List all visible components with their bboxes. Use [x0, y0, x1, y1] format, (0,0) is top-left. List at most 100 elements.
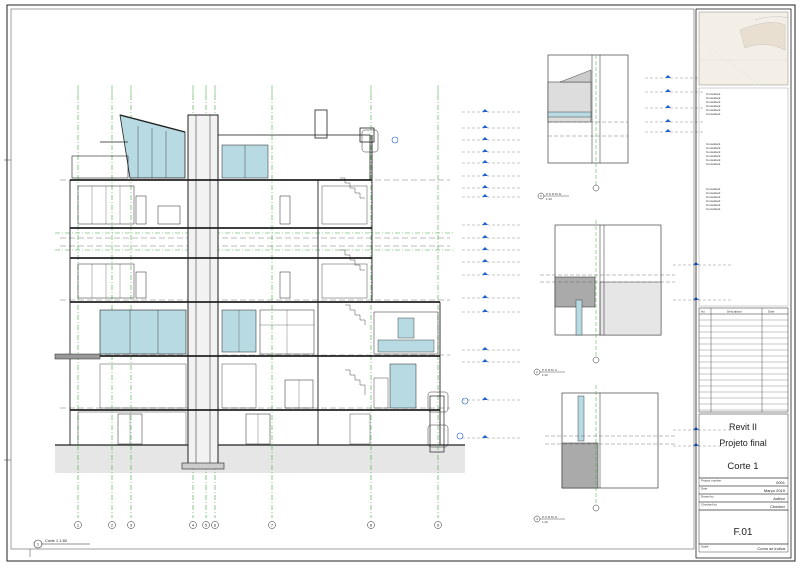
level-tag-marker	[665, 105, 671, 108]
level-tag-marker	[482, 235, 488, 238]
level-tag-marker	[665, 75, 671, 78]
grid-bubble	[127, 521, 135, 529]
grid-label: 5	[205, 522, 208, 527]
consultants-list: ConsultantConsultantConsultantConsultant…	[706, 92, 721, 211]
rev-col-date: Date	[768, 310, 775, 314]
grid-label: 8	[370, 522, 373, 527]
elevator-core	[187, 114, 219, 468]
level-tag-marker	[482, 109, 488, 112]
grid-bubble	[74, 521, 82, 529]
title-block-field-label: Project number	[701, 479, 721, 483]
level-tag-marker	[482, 359, 488, 362]
grid-bubble	[367, 521, 375, 529]
detail-bottom	[545, 385, 675, 512]
sheet-name: Corte 1	[727, 461, 758, 472]
consultant-entry: Consultant	[706, 146, 721, 150]
grid-label: 1	[77, 522, 80, 527]
grid-label: 7	[271, 522, 274, 527]
consultant-entry: Consultant	[706, 108, 721, 112]
level-tag-marker	[482, 137, 488, 140]
roof-skylight	[119, 114, 186, 179]
level-tag-marker	[482, 185, 488, 188]
level-tag-marker	[482, 295, 488, 298]
grid-label: 4	[192, 522, 195, 527]
grid-bubbles: 1 2 3 4 5 6 7 8 9	[74, 85, 442, 529]
grid-label: 6	[214, 522, 217, 527]
title-block: ConsultantConsultantConsultantConsultant…	[695, 8, 792, 559]
title-block-field-value: Como se indica	[757, 546, 785, 551]
detail-number: 2	[536, 370, 538, 374]
floor-slabs	[70, 179, 440, 411]
revision-table: No. Description Date	[698, 307, 789, 413]
level-tag-marker	[482, 222, 488, 225]
title-block-field-value: Checker	[770, 504, 786, 509]
project-name: Projeto final	[719, 438, 767, 448]
level-tag-marker	[482, 309, 488, 312]
consultant-entry: Consultant	[706, 203, 721, 207]
level-tag-marker	[482, 125, 488, 128]
main-view-title-text: Corte 1 1:50	[45, 538, 68, 543]
level-tag-marker	[482, 173, 488, 176]
title-block-field-label: Drawn by	[701, 495, 714, 499]
building-section	[54, 95, 469, 518]
level-tag-marker	[482, 272, 488, 275]
grid-label: 9	[437, 522, 440, 527]
level-tags	[462, 75, 733, 447]
level-tag-marker	[665, 119, 671, 122]
grid-label: 2	[111, 522, 114, 527]
detail-scale: 1:10	[542, 373, 548, 377]
main-view-number: 1	[37, 542, 40, 547]
consultant-entry: Consultant	[706, 199, 721, 203]
level-tag-marker	[482, 347, 488, 350]
title-block-field-value: Author	[773, 496, 785, 501]
level-tag-marker	[482, 194, 488, 197]
grid-bubble	[189, 521, 197, 529]
sheet-border	[4, 4, 796, 562]
title-block-field-value: 0001	[776, 480, 786, 485]
consultant-entry: Consultant	[706, 100, 721, 104]
level-tag-marker	[665, 89, 671, 92]
level-tag-marker	[482, 435, 488, 438]
detail-top	[547, 54, 629, 192]
level-tag-marker	[482, 149, 488, 152]
level-tag-marker	[482, 247, 488, 250]
level-tag-marker	[482, 259, 488, 262]
consultant-entry: Consultant	[706, 191, 721, 195]
detail-title: P O R M. C	[542, 368, 558, 372]
consultant-entry: Consultant	[706, 150, 721, 154]
level-tag-marker	[482, 160, 488, 163]
consultant-entry: Consultant	[706, 104, 721, 108]
detail-title: P O R M. E	[546, 192, 561, 196]
main-view-title: 1 Corte 1 1:50	[33, 538, 90, 549]
title-block-field-label: Scale	[701, 545, 709, 549]
rev-col-description: Description	[727, 310, 742, 314]
detail-number: 6	[540, 194, 542, 198]
title-block-field-value: Março 2019	[764, 488, 786, 493]
rev-col-no: No.	[701, 310, 706, 314]
consultant-entry: Consultant	[706, 207, 721, 211]
consultant-entry: Consultant	[706, 158, 721, 162]
title-block-field-label: Date	[701, 487, 708, 491]
consultant-entry: Consultant	[706, 92, 721, 96]
consultant-entry: Consultant	[706, 96, 721, 100]
curtain-wall-floor3	[99, 309, 187, 355]
project-course: Revit II	[729, 422, 757, 432]
grid-bubble	[108, 521, 116, 529]
ground	[55, 445, 465, 473]
detail-number: 3	[536, 517, 538, 521]
level-tag-marker	[482, 397, 488, 400]
stairs	[340, 177, 366, 395]
grid-bubble	[202, 521, 210, 529]
grid-bubble	[211, 521, 219, 529]
title-block-field-label: Checked by	[701, 503, 717, 507]
consultant-entry: Consultant	[706, 162, 721, 166]
detail-title: P O R M. D	[542, 515, 558, 519]
level-tag-marker	[665, 129, 671, 132]
grid-label: 3	[130, 522, 133, 527]
consultant-entry: Consultant	[706, 112, 721, 116]
consultant-entry: Consultant	[706, 154, 721, 158]
consultant-entry: Consultant	[706, 187, 721, 191]
